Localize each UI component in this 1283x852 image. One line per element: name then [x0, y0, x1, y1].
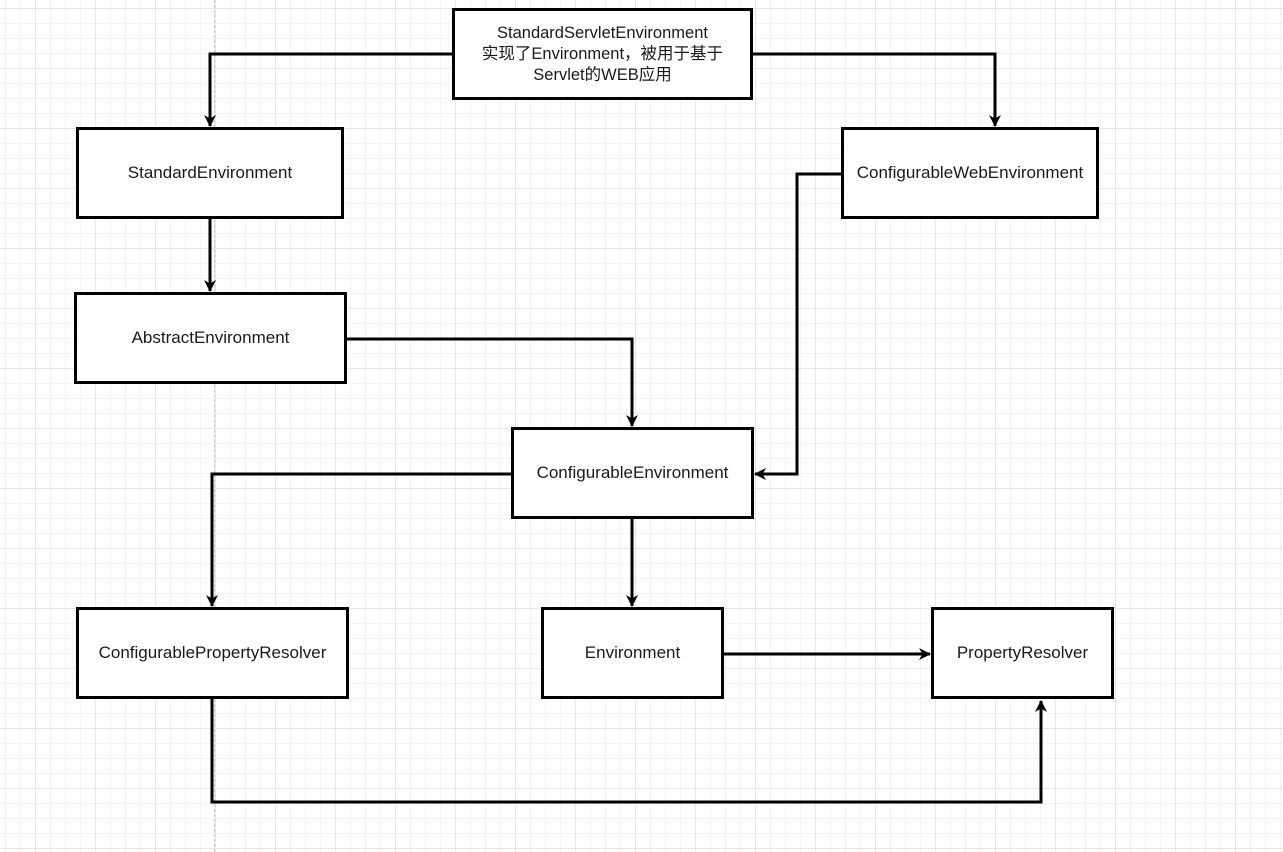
node-label: PropertyResolver — [956, 643, 1089, 662]
edge-configurable-property-resolver-to-property-resolver[interactable] — [210, 699, 1047, 804]
edge-configurable-web-environment-to-configurable-environment[interactable] — [754, 172, 841, 480]
node-description: 实现了Environment，被用于基于 — [481, 44, 724, 63]
node-label: ConfigurablePropertyResolver — [98, 643, 327, 662]
edge-standard-servlet-environment-to-standard-environment[interactable] — [204, 52, 452, 127]
edge-configurable-environment-to-configurable-property-resolver[interactable] — [206, 472, 511, 607]
node-label: ConfigurableEnvironment — [536, 463, 729, 482]
node-configurable-environment[interactable]: ConfigurableEnvironment — [511, 427, 754, 519]
node-label: ConfigurableWebEnvironment — [856, 163, 1084, 182]
node-label: AbstractEnvironment — [131, 328, 290, 347]
node-label: Environment — [584, 643, 681, 662]
node-environment[interactable]: Environment — [541, 607, 724, 699]
node-description: Servlet的WEB应用 — [533, 65, 672, 84]
node-title: StandardServletEnvironment — [497, 23, 708, 42]
node-abstract-environment[interactable]: AbstractEnvironment — [74, 292, 347, 384]
node-configurable-property-resolver[interactable]: ConfigurablePropertyResolver — [76, 607, 349, 699]
canvas-guide-line — [214, 0, 215, 852]
node-label: StandardEnvironment — [127, 163, 293, 182]
edge-standard-servlet-environment-to-configurable-web-environment[interactable] — [753, 52, 1001, 127]
node-configurable-web-environment[interactable]: ConfigurableWebEnvironment — [841, 127, 1099, 219]
node-standard-servlet-environment[interactable]: StandardServletEnvironment 实现了Environmen… — [452, 8, 753, 100]
node-standard-environment[interactable]: StandardEnvironment — [76, 127, 344, 219]
edge-abstract-environment-to-configurable-environment[interactable] — [347, 337, 638, 427]
node-property-resolver[interactable]: PropertyResolver — [931, 607, 1114, 699]
